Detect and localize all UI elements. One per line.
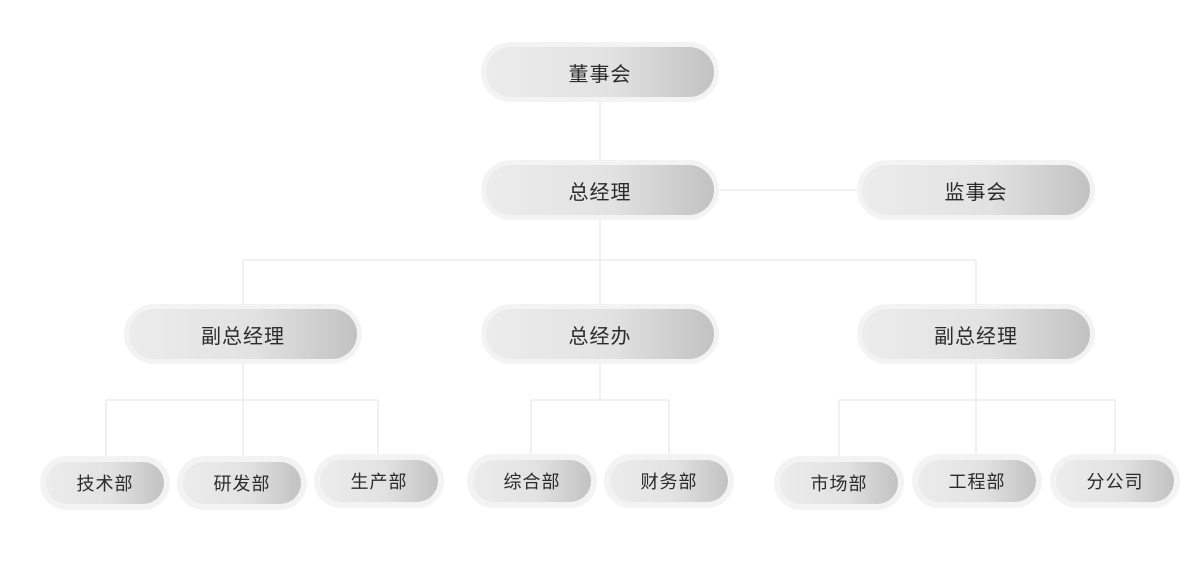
node-vice-gm-right-label: 副总经理 [862, 309, 1090, 359]
node-dept-tech-label: 技术部 [46, 462, 164, 504]
node-dept-market-label: 市场部 [780, 462, 898, 504]
node-general-manager-label: 总经理 [486, 165, 714, 215]
node-board: 董事会 [481, 42, 719, 102]
node-dept-production-label: 生产部 [320, 460, 438, 502]
node-board-label: 董事会 [486, 47, 714, 97]
node-supervisory-board-label: 监事会 [862, 165, 1090, 215]
node-dept-production: 生产部 [314, 454, 444, 508]
node-dept-branch: 分公司 [1050, 454, 1180, 508]
node-dept-engineering: 工程部 [912, 454, 1042, 508]
node-dept-general-label: 综合部 [473, 460, 591, 502]
node-dept-general: 综合部 [467, 454, 597, 508]
node-dept-branch-label: 分公司 [1056, 460, 1174, 502]
node-vice-gm-right: 副总经理 [857, 304, 1095, 364]
node-gm-office-label: 总经办 [486, 309, 714, 359]
node-dept-rnd-label: 研发部 [183, 462, 301, 504]
node-dept-rnd: 研发部 [177, 456, 307, 510]
node-vice-gm-left: 副总经理 [124, 304, 362, 364]
node-dept-tech: 技术部 [40, 456, 170, 510]
node-general-manager: 总经理 [481, 160, 719, 220]
node-dept-market: 市场部 [774, 456, 904, 510]
node-dept-finance-label: 财务部 [610, 460, 728, 502]
node-dept-finance: 财务部 [604, 454, 734, 508]
node-dept-engineering-label: 工程部 [918, 460, 1036, 502]
node-gm-office: 总经办 [481, 304, 719, 364]
node-vice-gm-left-label: 副总经理 [129, 309, 357, 359]
node-supervisory-board: 监事会 [857, 160, 1095, 220]
